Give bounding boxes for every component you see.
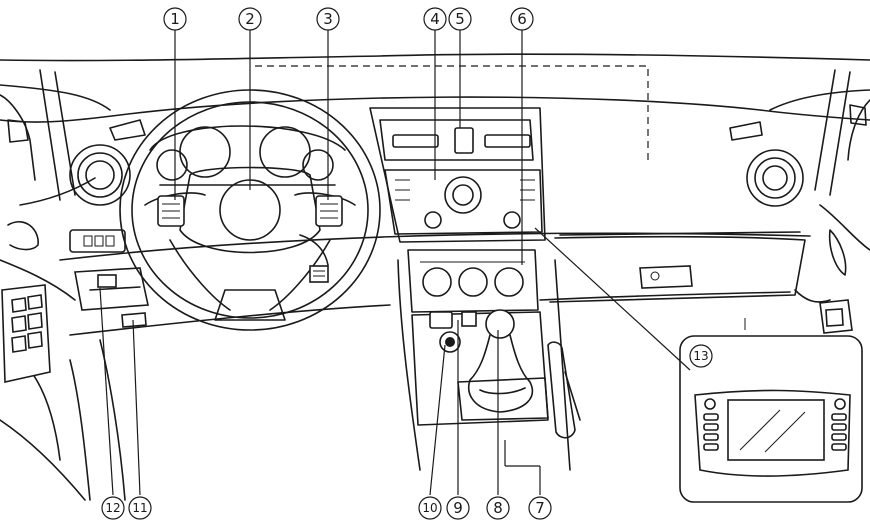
parking-brake-lever	[547, 341, 581, 439]
inset-navigation-unit	[679, 335, 863, 503]
svg-text:2: 2	[245, 10, 255, 28]
left-door	[0, 69, 86, 501]
svg-text:5: 5	[455, 10, 465, 28]
center-console	[397, 259, 571, 471]
svg-text:9: 9	[453, 499, 463, 517]
svg-text:8: 8	[493, 499, 503, 517]
callout-12: 12	[101, 496, 125, 520]
steering-column-stalk	[299, 234, 329, 283]
glove-box	[549, 235, 806, 330]
callout-13: 13	[689, 344, 713, 368]
steering-switch-right	[315, 195, 343, 227]
callout-10: 10	[418, 496, 442, 520]
leader-lines	[99, 30, 691, 496]
callout-11: 11	[128, 496, 152, 520]
instrument-cluster	[149, 125, 346, 186]
callout-4: 4	[423, 7, 447, 31]
steering-switch-left	[157, 195, 185, 227]
callout-5: 5	[448, 7, 472, 31]
callout-6: 6	[510, 7, 534, 31]
svg-text:6: 6	[517, 10, 527, 28]
lower-left-storage	[69, 267, 149, 501]
right-side-vent	[729, 121, 804, 207]
cabin-outline	[0, 53, 870, 336]
svg-text:11: 11	[132, 501, 147, 515]
center-stack	[369, 107, 546, 243]
climate-panel	[407, 249, 539, 313]
svg-text:3: 3	[323, 10, 333, 28]
gear-shifter	[457, 309, 549, 421]
svg-text:4: 4	[430, 10, 440, 28]
left-switch-panel	[69, 229, 126, 253]
left-side-vent	[69, 119, 146, 206]
callout-3: 3	[316, 7, 340, 31]
callout-labels: 1 2 3 4 5 6 7 8 9 10 11 12 13	[101, 7, 713, 520]
callout-1: 1	[163, 7, 187, 31]
svg-text:12: 12	[105, 501, 120, 515]
callout-2: 2	[238, 7, 262, 31]
callout-8: 8	[486, 496, 510, 520]
right-door	[794, 69, 870, 334]
svg-text:10: 10	[422, 501, 437, 515]
svg-text:13: 13	[693, 349, 708, 363]
callout-9: 9	[446, 496, 470, 520]
callout-7: 7	[528, 496, 552, 520]
svg-text:1: 1	[170, 10, 180, 28]
svg-text:7: 7	[535, 499, 545, 517]
